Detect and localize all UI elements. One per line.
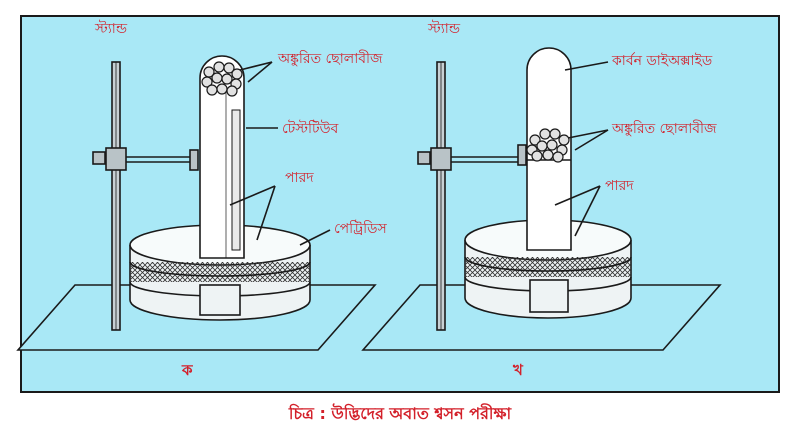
label-mercury-b: পারদ [605, 178, 634, 194]
label-seeds-b: অঙ্কুরিত ছোলাবীজ [611, 120, 717, 137]
label-mercury-a: পারদ [285, 170, 314, 186]
label-stand-a: স্ট্যান্ড [94, 20, 128, 37]
figure-tag-b: খ [512, 361, 524, 379]
petri-dish-a [129, 224, 311, 321]
seeds-a [201, 61, 243, 97]
label-seeds-a: অঙ্কুরিত ছোলাবীজ [277, 50, 383, 67]
label-test-tube-a: টেস্টটিউব [282, 120, 339, 137]
apparatus-b [361, 47, 722, 351]
seeds-b [526, 128, 570, 163]
label-petri-dish-a: পেট্রিডিস [334, 220, 387, 237]
clamp-b [430, 147, 452, 171]
clamp-a [105, 147, 127, 171]
figure-caption: চিত্র : উদ্ভিদের অবাত শ্বসন পরীক্ষা [288, 404, 512, 423]
label-stand-b: স্ট্যান্ড [427, 20, 461, 37]
petri-dish-b [464, 219, 632, 319]
test-tube-a [199, 55, 245, 259]
figure-tag-a: ক [181, 361, 193, 379]
label-co2-b: কার্বন ডাইঅক্সাইড [611, 52, 713, 69]
apparatus-a [16, 55, 377, 351]
